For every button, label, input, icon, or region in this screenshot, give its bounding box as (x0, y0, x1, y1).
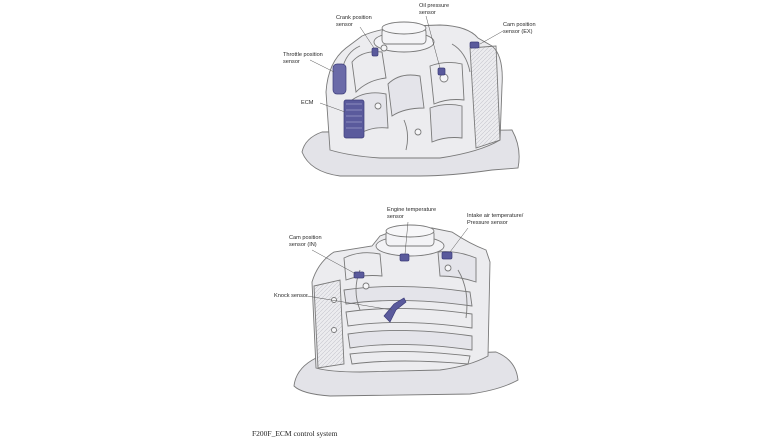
label-crank-position-sensor: Crank position sensor (336, 15, 372, 28)
cam-ex-sensor-mark (469, 41, 480, 49)
engine-temp-sensor-mark (399, 253, 410, 262)
label-throttle-position-sensor: Throttle position sensor (283, 52, 323, 65)
label-cam-position-sensor-ex: Cam position sensor (EX) (503, 22, 536, 35)
label-knock-sensor: Knock sensor (274, 293, 308, 299)
label-engine-temperature-sensor: Engine temperature sensor (387, 207, 437, 220)
bottom-engine-illustration (293, 224, 519, 397)
top-highlighted-sensors (332, 41, 480, 139)
bottom-leader-lines (306, 221, 469, 311)
label-intake-air-temperature-pressure-sensor: Intake air temperature/ Pressure sensor (467, 213, 524, 226)
oil-sensor-mark (437, 67, 446, 76)
bottom-highlighted-sensors (353, 251, 453, 323)
top-engine-illustration (301, 21, 520, 177)
cam-in-sensor-mark (353, 271, 365, 279)
figure-caption: F200F_ECM control system (252, 429, 338, 438)
label-oil-pressure-sensor: Oil pressure sensor (419, 3, 450, 16)
label-cam-position-sensor-in: Cam position sensor (IN) (289, 235, 322, 248)
crank-sensor-mark (371, 47, 379, 57)
label-ecm: ECM (301, 100, 314, 106)
top-leader-lines (309, 15, 504, 113)
knock-sensor-mark (383, 297, 407, 323)
intake-air-sensor-mark (441, 251, 453, 260)
ecm-mark (343, 99, 365, 139)
throttle-sensor-mark (332, 63, 347, 95)
